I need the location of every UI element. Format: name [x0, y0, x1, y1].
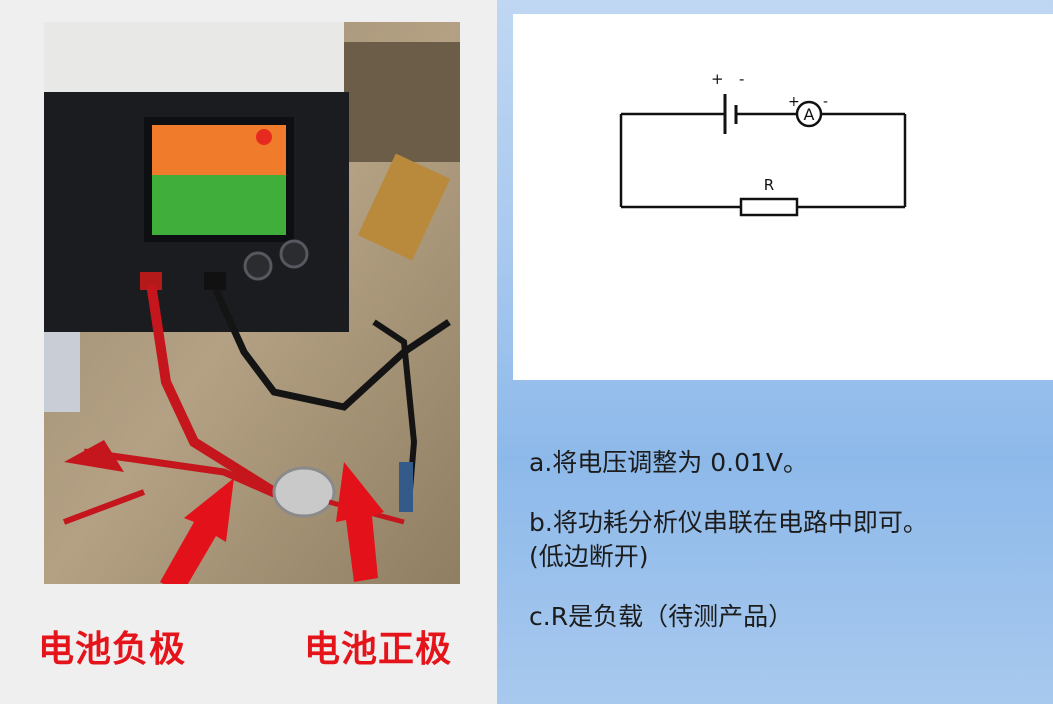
step-b-line2: (低边断开) [529, 542, 649, 571]
ammeter-minus-sign: - [823, 94, 828, 110]
resistor-body [739, 197, 799, 217]
step-c: c.R是负载（待测产品） [529, 602, 794, 631]
resistor-label: R [764, 176, 774, 194]
setup-photo [44, 22, 460, 584]
ammeter-symbol: A [804, 105, 815, 124]
battery-plus-sign: + [711, 70, 724, 88]
positive-terminal-label: 电池正极 [304, 629, 453, 670]
ammeter-plus-sign: + [788, 94, 800, 110]
instruction-panel: + - + - A R a.将电压调整为 0.01V。 b.将功耗分析仪串联在电… [497, 0, 1053, 704]
battery-minus-sign: - [739, 70, 744, 88]
negative-terminal-label: 电池负极 [38, 629, 187, 670]
step-b-line1: b.将功耗分析仪串联在电路中即可。 [529, 508, 928, 537]
circuit-diagram: + - + - A R [513, 14, 1053, 380]
step-a: a.将电压调整为 0.01V。 [529, 448, 808, 477]
setup-photo-illustration [44, 22, 460, 584]
circuit-schematic: + - + - A R [619, 70, 907, 217]
instruction-list: a.将电压调整为 0.01V。 b.将功耗分析仪串联在电路中即可。 (低边断开)… [529, 446, 1049, 634]
photo-panel: 电池负极 电池正极 [0, 0, 497, 704]
